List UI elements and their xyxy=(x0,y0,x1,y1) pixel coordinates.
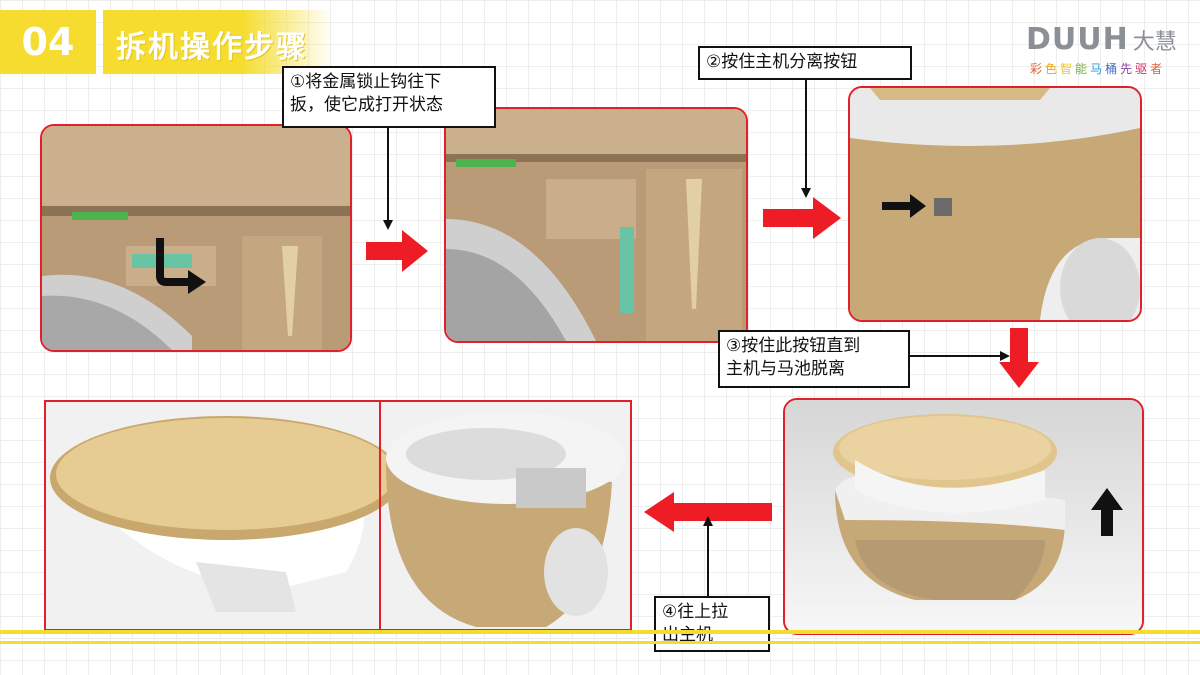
footer-stripe xyxy=(0,630,1200,634)
section-number-badge: 04 xyxy=(0,10,96,74)
right-arrow-icon xyxy=(366,230,428,272)
step1-before-image xyxy=(40,124,352,352)
step1-after-image xyxy=(444,107,748,343)
mechanism-illustration xyxy=(446,109,746,341)
slogan-char: 桶 xyxy=(1105,62,1121,76)
slogan-char: 智 xyxy=(1060,62,1076,76)
right-arrow-icon xyxy=(882,194,926,218)
footer-stripe xyxy=(0,641,1200,644)
brand-latin: DUUH xyxy=(1026,22,1129,57)
step1-line2: 扳，使它成打开状态 xyxy=(290,95,443,115)
left-arrow-icon xyxy=(644,492,772,532)
main-unit-illustration xyxy=(50,416,402,612)
toilet-lift-illustration xyxy=(785,400,1142,633)
separation-button xyxy=(934,198,952,216)
down-arrow-icon xyxy=(999,328,1039,388)
slogan-char: 彩 xyxy=(1030,62,1046,76)
up-arrow-icon xyxy=(1091,488,1123,536)
brand-cn: 大慧 xyxy=(1132,30,1177,55)
step3-line1: ③按住此按钮直到 xyxy=(726,336,861,356)
step4-line1: ④往上拉 xyxy=(662,602,729,622)
title-bar xyxy=(103,10,333,74)
step2-label: ②按住主机分离按钮 xyxy=(698,46,912,80)
right-arrow-icon xyxy=(763,197,841,239)
slogan-char: 驱 xyxy=(1135,62,1151,76)
slogan-char: 马 xyxy=(1090,62,1106,76)
step3-image xyxy=(783,398,1144,635)
section-number: 04 xyxy=(21,20,75,64)
slogan-char: 色 xyxy=(1045,62,1061,76)
slogan-char: 能 xyxy=(1075,62,1091,76)
step2-line1: ②按住主机分离按钮 xyxy=(706,52,858,72)
step3-line2: 主机与马池脱离 xyxy=(726,359,845,379)
result-images xyxy=(44,400,632,631)
curved-arrow-icon xyxy=(156,238,190,286)
toilet-bowl-illustration xyxy=(386,412,626,627)
step1-line1: ①将金属锁止钩往下 xyxy=(290,72,442,92)
step3-label: ③按住此按钮直到 主机与马池脱离 xyxy=(718,330,910,388)
slogan-char: 先 xyxy=(1120,62,1136,76)
brand-slogan: 彩色智能马桶先驱者 xyxy=(1030,60,1165,77)
toilet-side-illustration xyxy=(850,88,1140,320)
slogan-char: 者 xyxy=(1150,62,1166,76)
step2-image xyxy=(848,86,1142,322)
separated-parts-illustration xyxy=(46,402,630,629)
step1-label: ①将金属锁止钩往下 扳，使它成打开状态 xyxy=(282,66,496,128)
mechanism-illustration xyxy=(42,126,350,350)
page-title: 拆机操作步骤 xyxy=(116,30,308,65)
